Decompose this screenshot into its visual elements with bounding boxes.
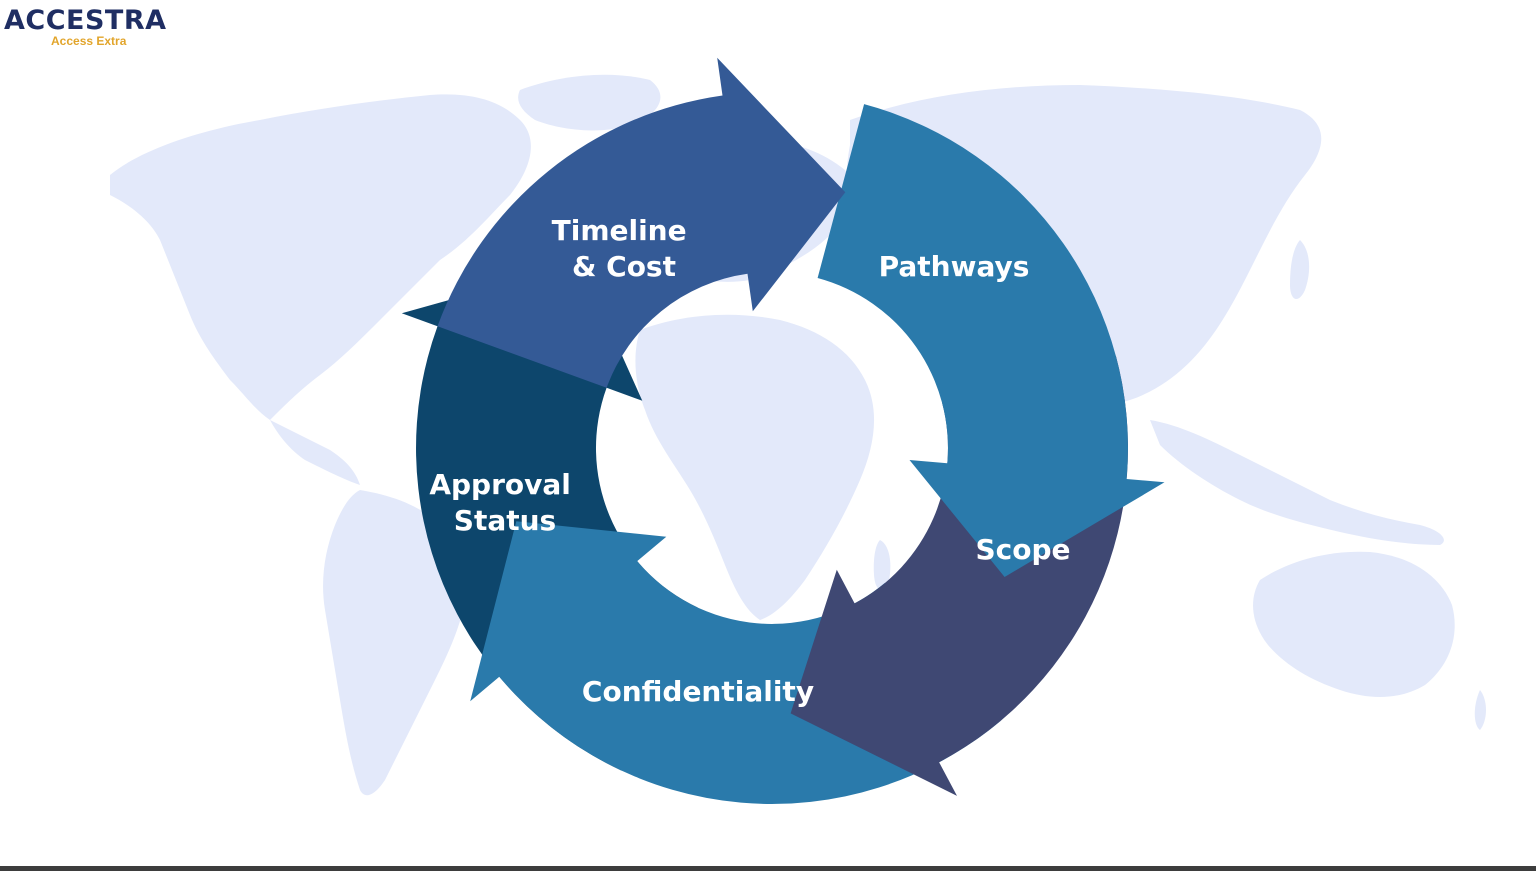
accestra-logo: ACCESTRA Access Extra bbox=[4, 4, 184, 49]
logo-wordmark: ACCESTRA bbox=[4, 5, 167, 36]
label-approval-status: Approval Status bbox=[429, 468, 580, 537]
map-madagascar bbox=[873, 540, 891, 591]
map-japan bbox=[1290, 240, 1310, 300]
label-scope: Scope bbox=[975, 533, 1070, 566]
map-greenland bbox=[518, 74, 661, 131]
map-new-zealand bbox=[1474, 690, 1486, 730]
label-confidentiality: Confidentiality bbox=[582, 675, 814, 708]
label-pathways: Pathways bbox=[879, 250, 1030, 283]
cycle-segments bbox=[401, 57, 1165, 804]
map-central-america bbox=[270, 420, 360, 485]
map-africa bbox=[635, 314, 875, 620]
map-south-america bbox=[323, 490, 467, 796]
bottom-edge-bar bbox=[0, 866, 1536, 871]
segment-pathways[interactable] bbox=[817, 104, 1165, 577]
label-timeline-cost: Timeline & Cost bbox=[552, 214, 697, 283]
map-australia bbox=[1253, 551, 1455, 697]
segment-timeline-cost[interactable] bbox=[437, 57, 846, 388]
map-north-america bbox=[110, 94, 531, 420]
logo-tagline: Access Extra bbox=[51, 34, 127, 48]
map-southeast-asia bbox=[1150, 420, 1444, 545]
